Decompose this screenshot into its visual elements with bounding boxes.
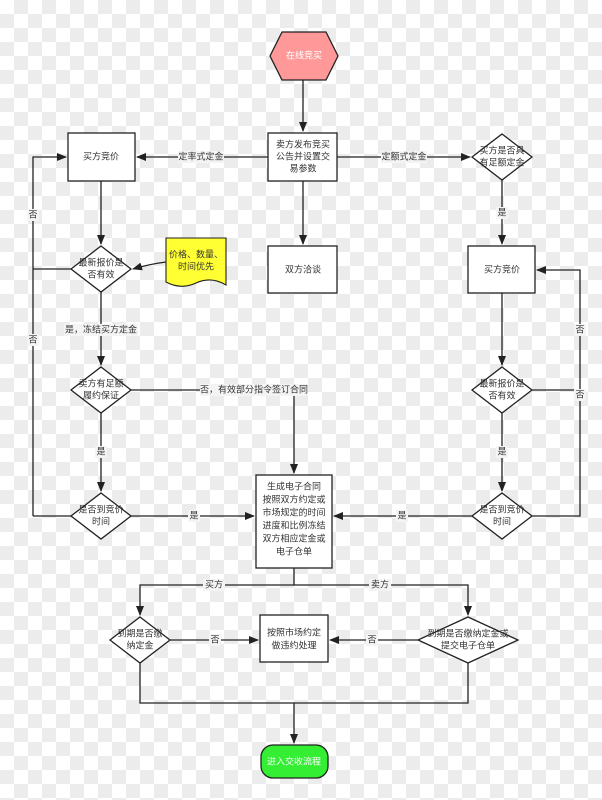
latest-valid-right-decision[interactable]: 最新报价是 否有效 xyxy=(470,366,534,414)
edge-partial-contract xyxy=(131,389,298,474)
edge-label-no: 否 xyxy=(28,335,37,346)
seller-due-decision[interactable]: 到期是否缴纳定金或 提交电子仓单 xyxy=(416,616,520,664)
node-text: 卖方发布竞买 xyxy=(276,139,330,151)
edge-label-no: 否 xyxy=(575,325,584,336)
negotiate-node[interactable]: 双方洽谈 xyxy=(267,245,338,294)
buyer-due-decision[interactable]: 到期是否缴 纳定金 xyxy=(108,616,172,664)
node-text: 履约保证 xyxy=(83,390,119,402)
node-text: 时间优先 xyxy=(178,261,214,273)
node-text: 价格、数量、 xyxy=(169,249,223,261)
buyer-bid-right-node[interactable]: 买方竞价 xyxy=(467,245,536,294)
end-label: 进入交收流程 xyxy=(267,756,321,768)
end-terminator xyxy=(260,744,329,779)
edge-labels: 定率式定金 定额式定金 是 否 否 是，冻结买方定金 否，有效部分指令签订合同 … xyxy=(27,151,586,646)
node-text: 双方洽谈 xyxy=(285,264,321,276)
breach-node[interactable]: 按照市场约定 做违约处理 xyxy=(259,614,329,663)
contract-node[interactable]: 生成电子合同 按照双方约定或 市场规定的时间 进度和比例冻结 双方相应定金或 电… xyxy=(255,474,333,569)
node-text: 公告并设置交 xyxy=(276,151,330,163)
edge-buyer-branch xyxy=(136,568,295,616)
edge-label-fixed-deposit: 定额式定金 xyxy=(381,151,426,163)
node-text: 买方竞价 xyxy=(484,264,520,276)
start-node[interactable]: 在线竞买 xyxy=(269,31,339,81)
node-text: 进度和比例冻结 xyxy=(262,520,325,532)
priority-note: 价格、数量、 时间优先 xyxy=(165,237,227,287)
node-text: 否有效 xyxy=(87,269,114,281)
edge-label-no: 否 xyxy=(367,635,376,646)
node-text: 是否到竞价 xyxy=(479,504,524,516)
buyer-bid-left-node[interactable]: 买方竞价 xyxy=(67,132,136,182)
latest-valid-left-decision[interactable]: 最新报价是 否有效 xyxy=(69,245,133,293)
edge-label-no: 否 xyxy=(575,390,584,401)
edge-label-rate-deposit: 定率式定金 xyxy=(178,151,223,163)
edge-label-yes: 是 xyxy=(96,447,105,458)
node-text: 到期是否缴 xyxy=(117,628,162,640)
edge-right-loop xyxy=(532,270,581,517)
node-text: 买方是否具 xyxy=(479,145,524,157)
node-text: 否有效 xyxy=(488,390,515,402)
node-text: 市场规定的时间 xyxy=(262,507,325,519)
node-text: 做违约处理 xyxy=(271,640,316,652)
edge-label-no: 否 xyxy=(210,635,219,646)
edge-label-yes: 是 xyxy=(397,511,406,522)
time-reached-left-decision[interactable]: 是否到竞价 时间 xyxy=(69,492,133,540)
edge-label-no-partial: 否，有效部分指令签订合同 xyxy=(200,384,308,396)
start-hexagon xyxy=(269,31,339,81)
edge-label-yes-freeze: 是，冻结买方定金 xyxy=(65,324,137,336)
edge-label-no: 否 xyxy=(28,210,37,221)
node-text: 双方相应定金或 xyxy=(262,533,325,545)
node-text: 到期是否缴纳定金或 xyxy=(427,628,508,640)
deposit-check-decision[interactable]: 买方是否具 有足额定金 xyxy=(470,133,534,181)
time-reached-right-decision[interactable]: 是否到竞价 时间 xyxy=(470,492,534,540)
node-text: 是否到竞价 xyxy=(78,504,123,516)
start-label: 在线竞买 xyxy=(286,50,322,62)
node-text: 纳定金 xyxy=(126,640,153,652)
edge-label-buyer: 买方 xyxy=(205,579,223,591)
end-node[interactable]: 进入交收流程 xyxy=(260,744,329,779)
edge-label-yes: 是 xyxy=(497,208,506,219)
edge-seller-branch xyxy=(294,584,472,616)
node-text: 时间 xyxy=(92,516,110,528)
node-text: 按照双方约定或 xyxy=(262,494,325,506)
seller-publish-node[interactable]: 卖方发布竞买 公告并设置交 易参数 xyxy=(267,132,338,182)
seller-guarantee-decision[interactable]: 卖方有足额 履约保证 xyxy=(69,366,133,414)
node-text: 卖方有足额 xyxy=(78,378,123,390)
node-text: 有足额定金 xyxy=(479,157,524,169)
edge-left-loop xyxy=(32,157,71,517)
node-text: 时间 xyxy=(493,516,511,528)
edge-label-yes: 是 xyxy=(497,447,506,458)
node-text: 提交电子仓单 xyxy=(441,640,495,652)
node-text: 买方竞价 xyxy=(83,151,119,163)
node-text: 易参数 xyxy=(289,163,316,175)
node-text: 最新报价是 xyxy=(479,378,524,390)
edge-merge xyxy=(139,663,469,704)
node-text: 按照市场约定 xyxy=(267,627,321,639)
edge-label-yes: 是 xyxy=(189,511,198,522)
node-text: 电子仓单 xyxy=(276,546,312,558)
node-text: 最新报价是 xyxy=(78,257,123,269)
edge-note-to-valid xyxy=(132,261,167,271)
document-shape xyxy=(165,237,227,287)
node-text: 生成电子合同 xyxy=(267,481,321,493)
edge-label-seller: 卖方 xyxy=(371,579,389,591)
